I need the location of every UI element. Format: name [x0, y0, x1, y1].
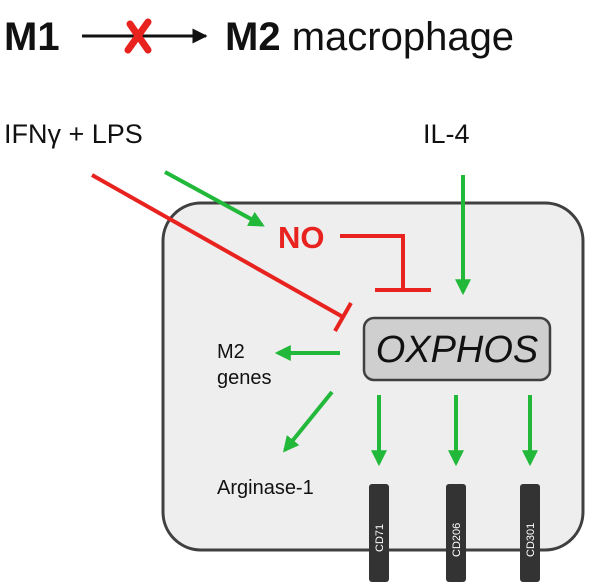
- receptor-cd301-label: CD301: [525, 523, 537, 557]
- m2-genes-label-line2: genes: [217, 367, 272, 389]
- no-inhibition-line: [340, 234, 431, 292]
- arginase-label: Arginase-1: [217, 477, 314, 499]
- ifn-inhibition-line: [91, 173, 353, 332]
- activation-arrows: [164, 170, 538, 467]
- m2-stimulus-label: IL-4: [423, 119, 470, 149]
- m1-stimulus-label: IFNγ + LPS: [4, 119, 143, 149]
- receptor-cd206: CD206: [446, 484, 466, 582]
- title-m2-macrophage: M2 macrophage: [225, 15, 514, 59]
- title-m1: M1: [4, 15, 60, 59]
- receptor-cd71: CD71: [369, 484, 389, 582]
- ifn-to-no-arrow: [164, 170, 265, 227]
- oxphos-box: [362, 316, 552, 382]
- m2-genes-label-line1: M2: [217, 341, 245, 363]
- receptor-cd301: CD301: [520, 484, 540, 582]
- receptor-cd71-label: CD71: [374, 524, 386, 552]
- to-arginase-arrow: [282, 390, 334, 453]
- no-label: NO: [278, 220, 325, 255]
- title-m2: M2: [225, 15, 281, 59]
- receptor-cd206-label: CD206: [451, 523, 463, 557]
- oxphos-label: OXPHOS: [376, 329, 539, 371]
- title-rest: macrophage: [281, 15, 514, 59]
- cross-icon: [124, 18, 152, 54]
- title: M1 M2 macrophage: [4, 15, 514, 59]
